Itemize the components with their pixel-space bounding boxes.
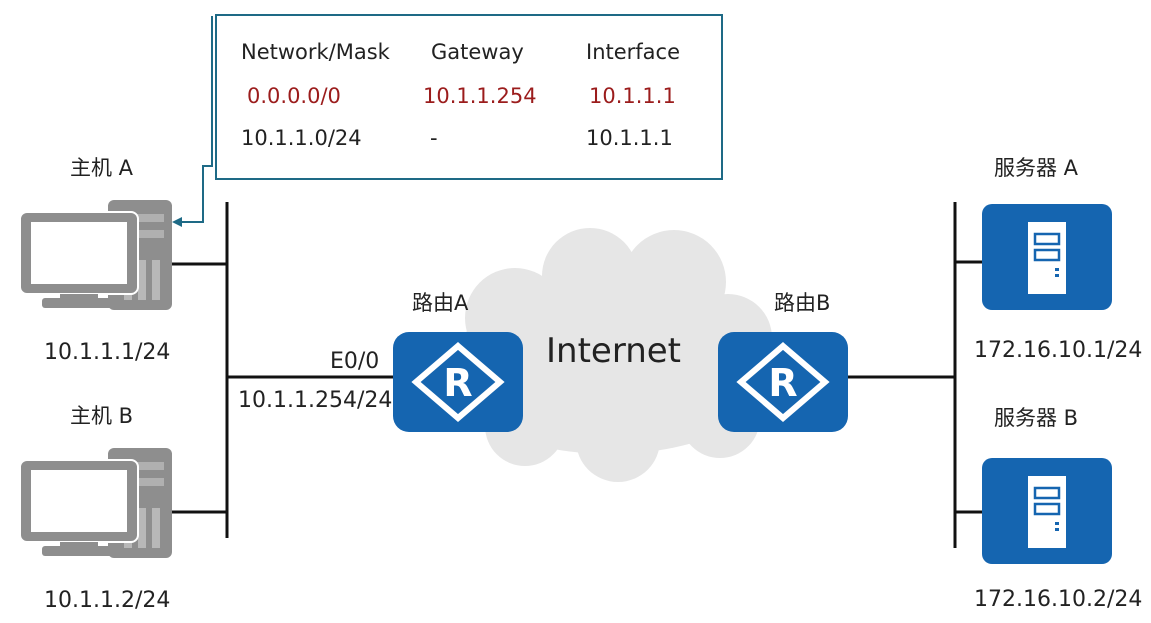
callout-connector	[180, 16, 213, 223]
router-icon	[393, 332, 523, 432]
route-row-1-gateway: 10.1.1.254	[423, 84, 537, 108]
computer-icon	[19, 199, 173, 311]
header-gateway: Gateway	[431, 40, 524, 64]
router-a-ip: 10.1.1.254/24	[238, 388, 393, 413]
server-icon	[980, 456, 1114, 566]
host-a-ip: 10.1.1.1/24	[44, 340, 171, 365]
router-a-interface: E0/0	[330, 349, 380, 374]
router-a-name: 路由A	[412, 291, 469, 315]
server-b-name: 服务器 B	[994, 406, 1079, 430]
callout-arrow-icon	[172, 217, 182, 227]
server-a-name: 服务器 A	[994, 156, 1079, 180]
server-b-ip: 172.16.10.2/24	[974, 587, 1143, 612]
links	[172, 202, 982, 548]
route-row-2-interface: 10.1.1.1	[586, 126, 673, 150]
route-row-1-network: 0.0.0.0/0	[247, 84, 341, 108]
host-b-ip: 10.1.1.2/24	[44, 588, 171, 613]
header-network-mask: Network/Mask	[241, 40, 390, 64]
internet-label: Internet	[546, 331, 682, 371]
host-b-name: 主机 B	[70, 404, 134, 428]
route-row-2-network: 10.1.1.0/24	[241, 126, 362, 150]
server-a-ip: 172.16.10.1/24	[974, 338, 1143, 363]
route-row-1-interface: 10.1.1.1	[589, 84, 676, 108]
router-icon	[718, 332, 848, 432]
routing-table-callout: Network/Mask Gateway Interface 0.0.0.0/0…	[215, 14, 723, 180]
server-icon	[980, 202, 1114, 312]
route-row-2-gateway: -	[430, 126, 438, 150]
computer-icon	[19, 447, 173, 559]
header-interface: Interface	[586, 40, 681, 64]
router-b-name: 路由B	[774, 291, 831, 315]
host-a-name: 主机 A	[70, 156, 134, 180]
